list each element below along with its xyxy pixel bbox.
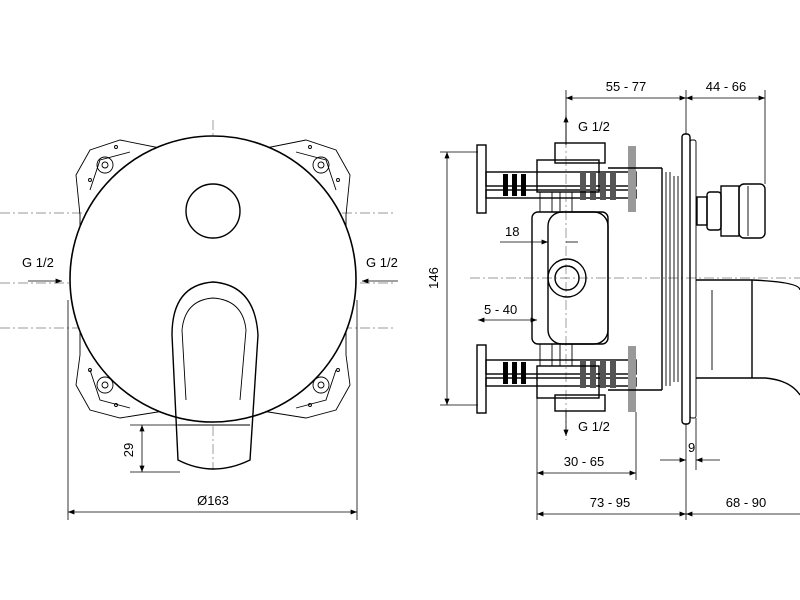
port-label-top: G 1/2 xyxy=(578,119,610,134)
mounting-rail-top xyxy=(476,144,637,214)
total-a-label: 73 - 95 xyxy=(590,495,630,510)
cover-plate xyxy=(69,135,357,423)
top-depth-b-label: 44 - 66 xyxy=(706,79,746,94)
front-view: G 1/2 G 1/2 29 Ø163 xyxy=(0,120,398,520)
height-label: 146 xyxy=(426,267,441,289)
port-label-bottom: G 1/2 xyxy=(578,419,610,434)
port-label-left: G 1/2 xyxy=(22,255,54,270)
rail-range-label: 5 - 40 xyxy=(484,302,517,317)
diverter-spindle xyxy=(696,183,766,239)
wall-plate xyxy=(681,133,697,425)
lever-handle xyxy=(171,281,259,470)
plate-thickness-label: 9 xyxy=(688,440,695,455)
handle-offset-label: 29 xyxy=(121,443,136,457)
inner-offset-label: 18 xyxy=(505,224,519,239)
diverter-knob xyxy=(185,183,241,239)
diameter-label: Ø163 xyxy=(197,493,229,508)
body-depth-label: 30 - 65 xyxy=(564,454,604,469)
top-depth-a-label: 55 - 77 xyxy=(606,79,646,94)
total-b-label: 68 - 90 xyxy=(726,495,766,510)
side-view: G 1/2 G 1/2 146 55 - 77 44 - 66 18 5 - 4… xyxy=(426,79,800,520)
valve-body xyxy=(531,142,609,412)
port-label-right: G 1/2 xyxy=(366,255,398,270)
housing-sleeve xyxy=(608,167,679,391)
lever-profile xyxy=(696,279,800,396)
mounting-rail-bottom xyxy=(476,344,637,414)
